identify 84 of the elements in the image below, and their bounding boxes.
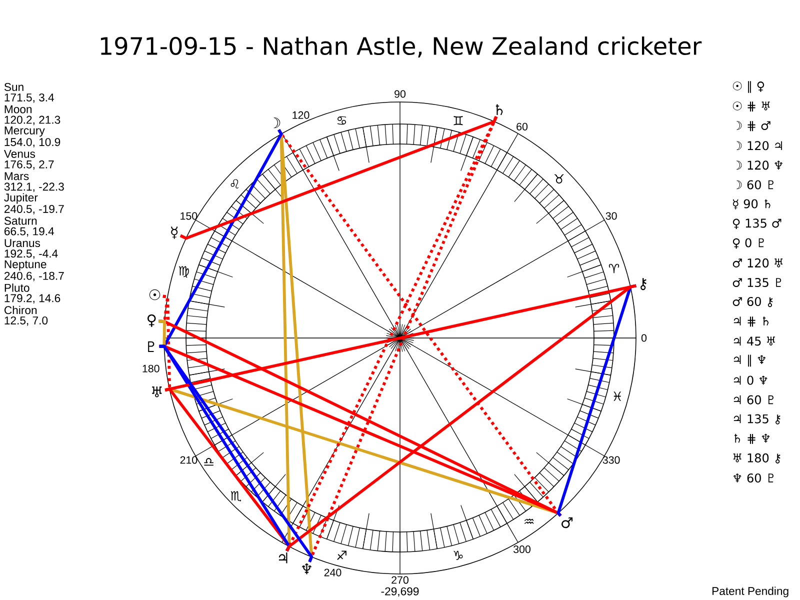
aspect-entry: ♀ 0 ♇ bbox=[732, 238, 764, 249]
chart-title: 1971-09-15 - Nathan Astle, New Zealand cricketer bbox=[100, 36, 702, 58]
aspect-entry: ☽ ⋕ ♂ bbox=[736, 121, 770, 132]
degree-label: 330 bbox=[602, 456, 620, 464]
planet-name: Chiron bbox=[4, 306, 37, 314]
aspect-entry: ☉ ⋕ ♅ bbox=[732, 102, 770, 112]
position-values: 66.5, 19.4 bbox=[4, 227, 54, 237]
position-values: 171.5, 3.4 bbox=[4, 93, 54, 103]
position-values: 240.6, -18.7 bbox=[4, 272, 64, 282]
planet-glyph: ☿ bbox=[171, 226, 178, 239]
zodiac-sign: ♉ bbox=[554, 174, 564, 184]
degree-label: 150 bbox=[180, 212, 198, 220]
position-values: 179.2, 14.6 bbox=[4, 294, 60, 304]
planet-name: Mars bbox=[4, 172, 29, 180]
planet-glyph: ☽ bbox=[273, 117, 280, 128]
planet-name: Venus bbox=[4, 150, 36, 158]
aspect-entry: ☿ 90 ♄ bbox=[732, 199, 770, 210]
aspect-entry: ☉ ∥ ♀ bbox=[732, 81, 764, 93]
position-values: 192.5, -4.4 bbox=[4, 250, 58, 259]
planet-glyph: ♂ bbox=[562, 517, 573, 528]
aspect-entry: ♃ ⋕ ♄ bbox=[734, 316, 768, 327]
planet-glyph: ♇ bbox=[148, 341, 154, 352]
aspect-entry: ♃ ∥ ♆ bbox=[734, 354, 766, 367]
aspect-entry: ♃ 0 ♆ bbox=[734, 376, 768, 385]
degree-label: 210 bbox=[180, 456, 198, 464]
degree-label: 270 bbox=[392, 576, 408, 584]
degree-label: 0 bbox=[641, 334, 647, 342]
zodiac-sign: ♈ bbox=[608, 264, 620, 274]
zodiac-sign: ♏ bbox=[230, 491, 242, 502]
position-values: 240.5, -19.7 bbox=[4, 204, 64, 214]
aspect-entry: ♂ 120 ♅ bbox=[732, 258, 783, 268]
aspect-entry: ♃ 45 ♅ bbox=[734, 336, 775, 346]
degree-label: 90 bbox=[394, 90, 406, 98]
planet-glyph: ⚷ bbox=[640, 278, 646, 290]
planet-name: Sun bbox=[4, 83, 24, 91]
aspect-line bbox=[159, 344, 314, 562]
planet-glyph: ☉ bbox=[149, 289, 160, 300]
aspect-line bbox=[164, 284, 636, 392]
planet-name: Neptune bbox=[4, 260, 46, 270]
zodiac-sign: ♊ bbox=[454, 116, 463, 126]
zodiac-sign: ♌ bbox=[230, 179, 239, 188]
degree-label: 300 bbox=[514, 546, 530, 554]
aspect-entry: ♃ 135 ⚷ bbox=[734, 414, 780, 424]
planet-name: Moon bbox=[4, 105, 32, 114]
aspect-entry: ♄ ⋕ ♆ bbox=[734, 434, 770, 444]
aspect-entry: ♅ 180 ⚷ bbox=[733, 453, 780, 464]
degree-label: 180 bbox=[142, 364, 160, 372]
position-values: 176.5, 2.7 bbox=[4, 160, 54, 170]
position-values: 154.0, 10.9 bbox=[4, 138, 60, 148]
planet-name: Uranus bbox=[4, 239, 40, 248]
planet-glyph: ♀ bbox=[148, 314, 156, 327]
aspect-entry: ☽ 120 ♆ bbox=[736, 160, 782, 170]
planet-name: Pluto bbox=[4, 284, 30, 292]
zodiac-sign: ♍ bbox=[178, 266, 189, 278]
position-values: 12.5, 7.0 bbox=[4, 316, 48, 326]
planet-glyph: ♃ bbox=[278, 552, 288, 564]
aspect-entry: ♀ 135 ♂ bbox=[732, 218, 782, 230]
position-values: 120.2, 21.3 bbox=[4, 116, 60, 126]
zodiac-sign: ♋ bbox=[338, 116, 346, 125]
value-label: -29,699 bbox=[381, 587, 419, 597]
aspect-entry: ☽ 120 ♃ bbox=[736, 141, 782, 150]
footer-note: Patent Pending bbox=[712, 586, 788, 598]
position-values: 312.1, -22.3 bbox=[4, 182, 64, 192]
zodiac-sign: ♓ bbox=[614, 392, 622, 401]
aspect-entry: ♂ 60 ⚷ bbox=[732, 296, 773, 308]
aspect-line bbox=[158, 320, 166, 348]
aspect-entry: ☽ 60 ♇ bbox=[736, 180, 774, 190]
planet-name: Mercury bbox=[4, 126, 45, 137]
zodiac-sign: ♒ bbox=[524, 518, 534, 524]
degree-label: 240 bbox=[324, 568, 342, 576]
zodiac-sign: ♎ bbox=[204, 458, 214, 466]
degree-label: 30 bbox=[606, 212, 617, 220]
planet-glyph: ♆ bbox=[302, 564, 312, 574]
planet-name: Jupiter bbox=[4, 193, 38, 204]
planet-name: Saturn bbox=[4, 216, 37, 225]
aspect-entry: ♃ 60 ♇ bbox=[734, 395, 774, 404]
zodiac-sign: ♐ bbox=[337, 550, 346, 560]
aspect-entry: ♆ 60 ♇ bbox=[733, 473, 774, 483]
aspect-entry: ♂ 135 ♇ bbox=[732, 278, 782, 288]
degree-label: 60 bbox=[516, 122, 528, 130]
zodiac-sign: ♑ bbox=[454, 550, 463, 560]
planet-glyph: ♅ bbox=[152, 386, 162, 398]
degree-label: 120 bbox=[292, 111, 310, 119]
planet-glyph: ♄ bbox=[496, 104, 503, 115]
